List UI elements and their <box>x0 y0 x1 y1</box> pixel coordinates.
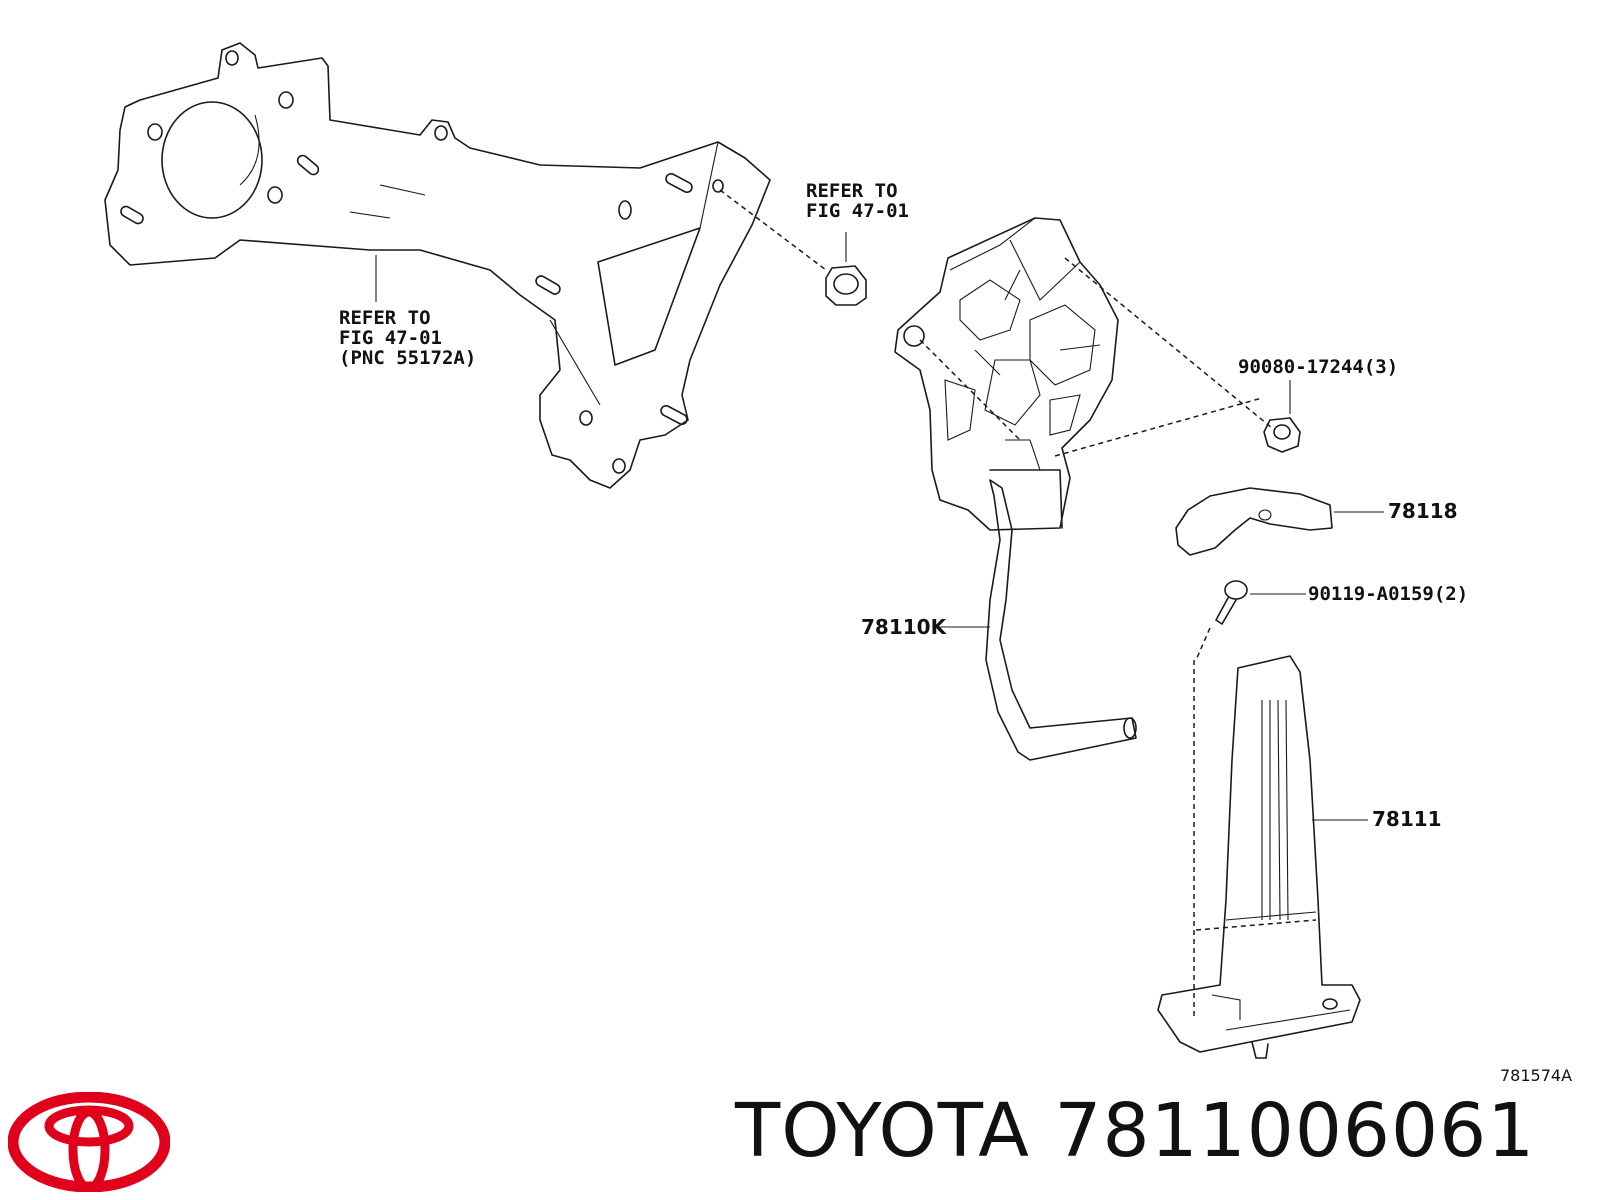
cover-part-label: 78118 <box>1388 499 1458 523</box>
pedal-bracket <box>104 42 771 489</box>
bracket-refer-line3: (PNC 55172A) <box>339 347 476 369</box>
bushing-refer-line1: REFER TO <box>806 180 898 202</box>
screw-part-label: 90119-A0159(2) <box>1308 583 1468 605</box>
pedal-pad <box>1157 655 1368 1059</box>
bracket-refer-line1: REFER TO <box>339 307 431 329</box>
illustration-id: 781574A <box>1500 1066 1572 1085</box>
bushing-refer-line2: FIG 47-01 <box>806 200 909 222</box>
pad-part-label: 78111 <box>1372 807 1442 831</box>
cover <box>1175 487 1384 556</box>
screw <box>1193 580 1306 1020</box>
bushing <box>719 189 867 306</box>
toyota-logo-icon <box>8 1092 170 1192</box>
nut <box>919 257 1301 457</box>
nut-part-label: 90080-17244(3) <box>1238 356 1398 378</box>
pedal-assy-label: 78110K <box>861 615 948 639</box>
pedal-module <box>894 217 1119 531</box>
footer-title: TOYOTA 7811006061 <box>735 1088 1535 1174</box>
part-number: 7811006061 <box>1054 1088 1536 1174</box>
brand-name: TOYOTA <box>735 1088 1030 1174</box>
pedal-arm <box>985 479 1137 761</box>
bracket-refer-line2: FIG 47-01 <box>339 327 442 349</box>
